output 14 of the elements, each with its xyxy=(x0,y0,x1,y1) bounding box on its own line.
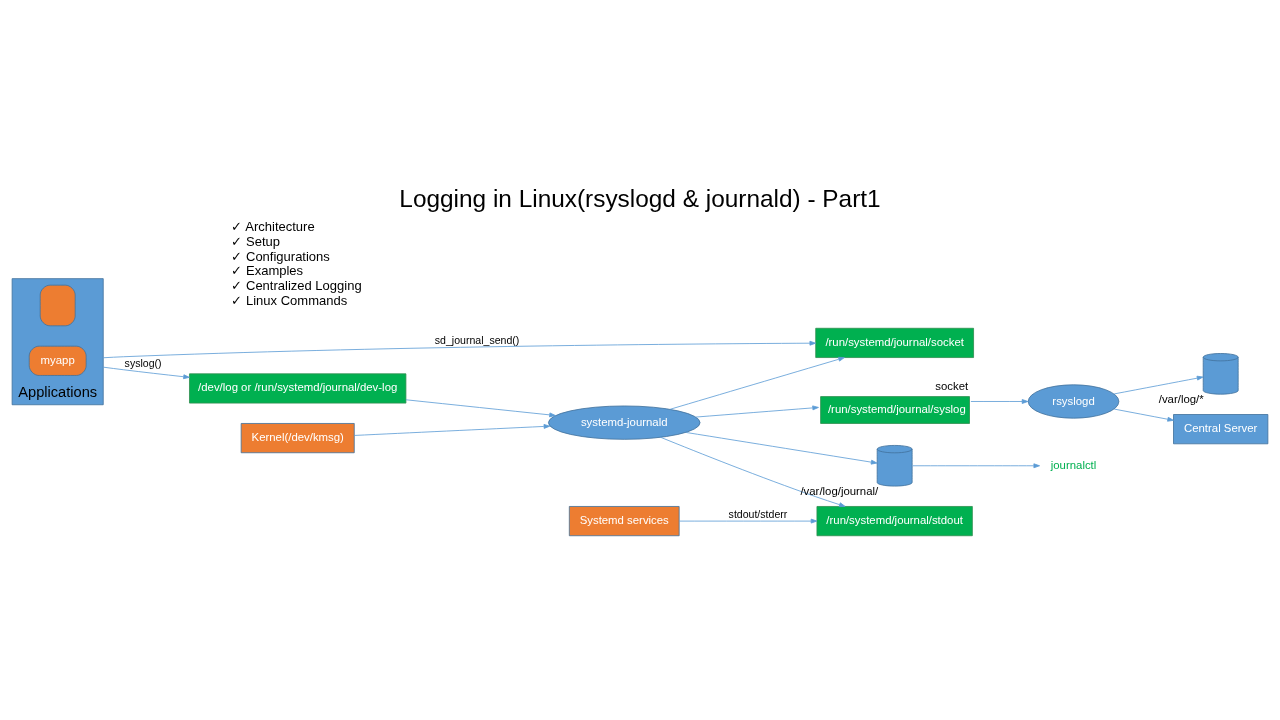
label: ✓ Architecture xyxy=(231,219,315,235)
label: ✓ Examples xyxy=(231,263,304,279)
node-label: /var/log/* xyxy=(1158,393,1204,406)
diagram-title: Logging in Linux(rsyslogd & journald) - Part1 xyxy=(399,185,881,213)
node-label: socket xyxy=(935,380,969,393)
label: ✓ Centralized Logging xyxy=(231,277,362,293)
label: ✓ Setup xyxy=(231,233,280,249)
node-label: /var/log/journal/ xyxy=(800,485,879,498)
label: ✓ Linux Commands xyxy=(231,292,348,308)
edge-label: syslog() xyxy=(124,356,162,369)
label: ✓ Configurations xyxy=(231,248,330,264)
edge-label: sd_journal_send() xyxy=(434,334,520,347)
node-text: journalctl xyxy=(1050,458,1097,471)
edge-label: stdout/stderr xyxy=(728,508,788,521)
